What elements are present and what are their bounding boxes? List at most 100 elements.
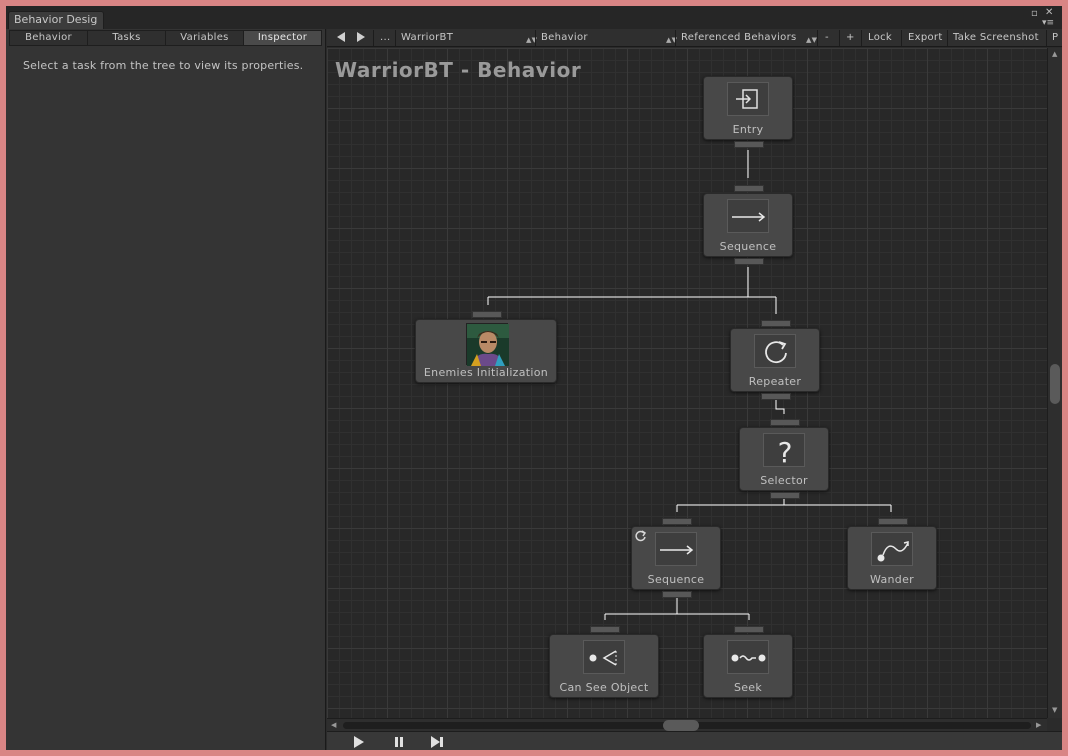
close-icon[interactable]: ✕ <box>1045 7 1054 18</box>
sequence-node[interactable]: Sequence <box>703 185 793 265</box>
triangle-left-icon <box>337 32 345 42</box>
output-connector[interactable] <box>770 492 800 499</box>
input-connector[interactable] <box>662 518 692 525</box>
step-icon <box>431 736 443 748</box>
repeat-icon <box>754 334 796 368</box>
input-connector[interactable] <box>734 185 764 192</box>
behavior-graph-canvas[interactable]: WarriorBT - Behavior Entry Sequ <box>327 48 1047 718</box>
can-see-object-node[interactable]: Can See Object <box>549 626 659 698</box>
more-button[interactable]: ... <box>380 32 391 43</box>
arrow-right-icon <box>727 199 769 233</box>
wander-node[interactable]: Wander <box>847 518 937 590</box>
divider <box>901 30 902 46</box>
left-panel: Behavior Tasks Variables Inspector Selec… <box>6 29 326 750</box>
svg-text:?: ? <box>778 436 793 468</box>
output-connector[interactable] <box>734 141 764 148</box>
output-connector[interactable] <box>734 258 764 265</box>
pause-icon <box>395 737 403 747</box>
behavior-select[interactable]: Behavior <box>541 32 588 43</box>
node-label: Wander <box>870 573 914 586</box>
input-connector[interactable] <box>770 419 800 426</box>
repeater-node[interactable]: Repeater <box>730 320 820 400</box>
node-label: Selector <box>760 474 808 487</box>
scroll-right-icon[interactable]: ▶ <box>1036 721 1042 729</box>
entry-node[interactable]: Entry <box>703 76 793 148</box>
horizontal-scroll-thumb[interactable] <box>663 720 699 731</box>
eye-cone-icon <box>583 640 625 674</box>
tree-select[interactable]: WarriorBT <box>401 32 454 43</box>
select-arrows-icon: ▲▼ <box>526 36 538 44</box>
restart-icon <box>635 530 647 542</box>
maximize-icon[interactable]: ▫ <box>1031 8 1038 19</box>
scroll-up-icon[interactable]: ▲ <box>1052 50 1058 58</box>
input-connector[interactable] <box>590 626 620 633</box>
select-arrows-icon: ▲▼ <box>806 36 818 44</box>
connection-lines <box>487 150 892 620</box>
enemies-initialization-node[interactable]: Enemies Initialization <box>415 311 557 383</box>
output-connector[interactable] <box>662 591 692 598</box>
behavior-designer-window: Behavior Desig ▫ ✕ ▾≡ Behavior Tasks Var… <box>6 6 1062 750</box>
play-button[interactable] <box>347 734 369 748</box>
input-connector[interactable] <box>761 320 791 327</box>
node-label: Sequence <box>719 240 777 253</box>
panel-tabs: Behavior Tasks Variables Inspector <box>9 30 322 46</box>
node-label: Sequence <box>647 573 705 586</box>
plus-button[interactable]: + <box>846 32 855 43</box>
take-screenshot-button[interactable]: Take Screenshot <box>953 32 1039 43</box>
divider <box>373 30 374 46</box>
divider <box>395 30 396 46</box>
tab-inspector[interactable]: Inspector <box>243 30 322 46</box>
vertical-scrollbar[interactable]: ▲ ▼ <box>1047 48 1062 718</box>
tab-tasks[interactable]: Tasks <box>87 30 165 46</box>
tab-variables[interactable]: Variables <box>165 30 243 46</box>
play-icon <box>354 736 364 748</box>
scroll-left-icon[interactable]: ◀ <box>331 721 337 729</box>
node-label: Repeater <box>748 375 802 388</box>
node-label: Seek <box>733 681 763 694</box>
back-button[interactable] <box>336 31 346 47</box>
triangle-right-icon <box>357 32 365 42</box>
divider <box>861 30 862 46</box>
horizontal-scrollbar[interactable]: ◀ ▶ <box>327 718 1047 731</box>
character-portrait-icon <box>466 323 509 366</box>
graph-toolbar: ... WarriorBT ▲▼ Behavior ▲▼ Referenced … <box>327 29 1062 47</box>
divider <box>535 30 536 46</box>
minus-button[interactable]: - <box>825 32 829 43</box>
question-mark-icon: ? <box>763 433 805 468</box>
graph-title: WarriorBT - Behavior <box>335 58 582 82</box>
selector-node[interactable]: ? Selector <box>739 419 829 499</box>
pause-button[interactable] <box>388 734 410 748</box>
divider <box>1046 30 1047 46</box>
input-connector[interactable] <box>472 311 502 318</box>
arrow-right-icon <box>655 532 697 566</box>
export-button[interactable]: Export <box>908 32 943 43</box>
input-connector[interactable] <box>878 518 908 525</box>
output-connector[interactable] <box>761 393 791 400</box>
window-tab-bar: Behavior Desig ▫ ✕ ▾≡ <box>6 6 1062 29</box>
seek-node[interactable]: Seek <box>703 626 793 698</box>
node-label: Can See Object <box>559 681 649 694</box>
truncated-toolbar-button[interactable]: P <box>1052 32 1059 43</box>
input-connector[interactable] <box>734 626 764 633</box>
referenced-behaviors-select[interactable]: Referenced Behaviors <box>681 32 797 43</box>
window-tab[interactable]: Behavior Desig <box>8 11 104 29</box>
divider <box>947 30 948 46</box>
tab-behavior[interactable]: Behavior <box>9 30 87 46</box>
seek-path-icon <box>727 640 769 674</box>
divider <box>839 30 840 46</box>
vertical-scroll-thumb[interactable] <box>1050 364 1060 404</box>
inspector-hint: Select a task from the tree to view its … <box>23 59 304 72</box>
select-arrows-icon: ▲▼ <box>666 36 678 44</box>
lock-button[interactable]: Lock <box>868 32 893 43</box>
entry-icon <box>727 82 769 116</box>
window-menu-icon[interactable]: ▾≡ <box>1042 18 1055 28</box>
node-label: Enemies Initialization <box>423 366 549 379</box>
playback-bar <box>327 731 1062 750</box>
node-label: Entry <box>732 123 764 136</box>
sequence-node[interactable]: Sequence <box>631 518 721 598</box>
forward-button[interactable] <box>356 31 366 47</box>
divider <box>817 30 818 46</box>
divider <box>675 30 676 46</box>
step-button[interactable] <box>426 734 448 748</box>
scroll-down-icon[interactable]: ▼ <box>1052 706 1058 714</box>
